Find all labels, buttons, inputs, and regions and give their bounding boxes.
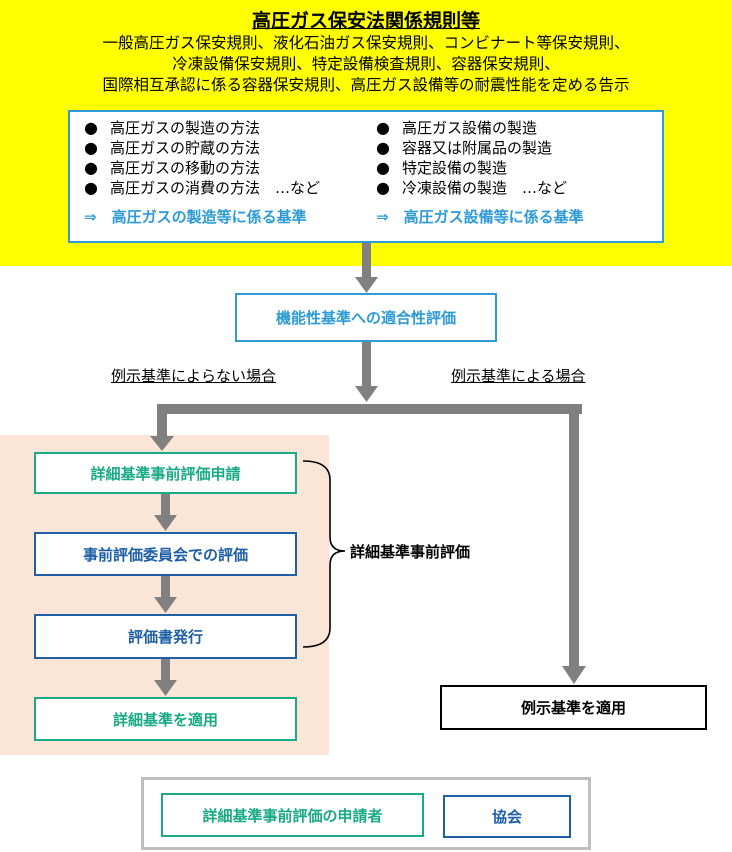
scope-right-result: ⇒ 高圧ガス設備等に係る基準 [376, 208, 584, 226]
page-title: 高圧ガス保安法関係規則等 [251, 10, 480, 32]
subtitle-line-1: 一般高圧ガス保安規則、液化石油ガス保安規則、コンビナート等保安規則、 [102, 34, 630, 52]
scope-box [68, 110, 664, 243]
arrowhead-icon [562, 666, 586, 684]
arrowhead-icon [154, 515, 177, 531]
step-committee-evaluation: 事前評価委員会での評価 [34, 532, 297, 576]
step-evaluation-report: 評価書発行 [34, 614, 297, 659]
scope-right-item: ●容器又は附属品の製造 [376, 138, 553, 157]
scope-left-result: ⇒ 高圧ガスの製造等に係る基準 [84, 208, 307, 226]
scope-left-item: ●高圧ガスの貯蔵の方法 [84, 138, 261, 157]
scope-left-item: ●高圧ガスの消費の方法 …など [84, 178, 321, 197]
legend-applicant: 詳細基準事前評価の申請者 [161, 793, 424, 837]
connector-step1-to-step2 [161, 494, 170, 516]
brace-label: 詳細基準事前評価 [350, 543, 471, 561]
step-detailed-application: 詳細基準事前評価申請 [34, 452, 297, 494]
apply-example-standard-box: 例示基準を適用 [440, 685, 707, 730]
connector-right-branch [569, 404, 579, 668]
subtitle-line-2: 冷凍設備保安規則、特定設備検査規則、容器保安規則、 [172, 55, 560, 73]
bullet-icon: ● [84, 158, 98, 177]
connector-scope-to-conformity [362, 243, 371, 277]
connector-step2-to-step3 [161, 576, 170, 598]
bullet-icon: ● [376, 118, 390, 137]
scope-right-item: ●高圧ガス設備の製造 [376, 118, 538, 137]
connector-branch-bar [157, 404, 582, 414]
arrowhead-icon [355, 386, 378, 402]
arrowhead-icon [355, 277, 378, 293]
bullet-icon: ● [376, 178, 390, 197]
connector-conformity-down [362, 342, 371, 386]
arrowhead-icon [154, 597, 177, 613]
scope-right-item: ●冷凍設備の製造 …など [376, 178, 568, 197]
step-apply-detailed-standard: 詳細基準を適用 [34, 697, 297, 741]
scope-left-item: ●高圧ガスの製造の方法 [84, 118, 261, 137]
bullet-icon: ● [376, 158, 390, 177]
arrowhead-icon [150, 436, 174, 451]
conformity-evaluation-box: 機能性基準への適合性評価 [235, 293, 497, 342]
subtitle-line-3: 国際相互承認に係る容器保安規則、高圧ガス設備等の耐震性能を定める告示 [102, 76, 630, 94]
connector-left-branch [157, 404, 167, 438]
arrowhead-icon [154, 680, 177, 696]
bullet-icon: ● [84, 138, 98, 157]
bullet-icon: ● [84, 118, 98, 137]
connector-step3-to-step4 [161, 659, 170, 681]
bullet-icon: ● [376, 138, 390, 157]
branch-right-label: 例示基準による場合 [451, 367, 586, 385]
legend-association: 協会 [443, 795, 571, 838]
scope-right-item: ●特定設備の製造 [376, 158, 508, 177]
scope-left-item: ●高圧ガスの移動の方法 [84, 158, 261, 177]
bullet-icon: ● [84, 178, 98, 197]
brace-icon [302, 460, 346, 648]
branch-left-label: 例示基準によらない場合 [111, 367, 277, 385]
